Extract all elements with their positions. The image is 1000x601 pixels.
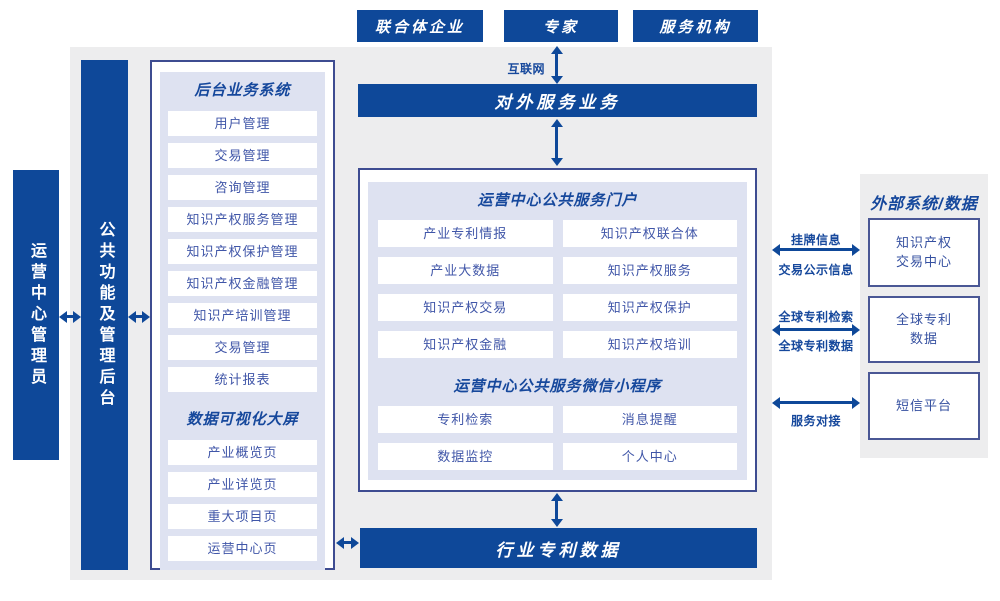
- portal-item-ip-service: 知识产权服务: [562, 257, 737, 284]
- arrow-internet-vertical: [555, 54, 558, 76]
- portal-title: 运营中心公共服务门户: [477, 192, 638, 209]
- dashboard-title: 数据可视化大屏: [186, 411, 299, 428]
- portal-item-ip-protection: 知识产权保护: [562, 294, 737, 321]
- backend-item-ip-finance-mgmt: 知识产权金融管理: [168, 271, 317, 296]
- link-label-global-patent-data: 全球专利数据: [778, 339, 854, 353]
- actor-consortium-box: 联合体企业: [357, 10, 483, 42]
- miniprogram-item-patent-search: 专利检索: [378, 406, 553, 433]
- actor-service-org-box: 服务机构: [633, 10, 758, 42]
- miniprogram-title: 运营中心公共服务微信小程序: [453, 378, 662, 395]
- actor-expert-box: 专家: [504, 10, 618, 42]
- portal-item-ip-trade: 知识产权交易: [378, 294, 553, 321]
- link-label-service-docking: 服务对接: [790, 414, 841, 428]
- link-label-global-patent-search: 全球专利检索: [778, 310, 854, 324]
- actor-service-org-label: 服务机构: [659, 18, 732, 36]
- miniprogram-item-personal-center: 个人中心: [562, 443, 737, 470]
- left-systems-box: 后台业务系统 用户管理 交易管理 咨询管理 知识产权服务管理 知识产权保护管理 …: [150, 60, 335, 570]
- actor-consortium-label: 联合体企业: [374, 18, 465, 36]
- arrow-service-to-portal: [555, 127, 558, 158]
- miniprogram-item-message-alert: 消息提醒: [562, 406, 737, 433]
- external-systems-title: 外部系统/数据: [870, 196, 978, 213]
- miniprogram-panel: 运营中心公共服务微信小程序 专利检索 消息提醒 数据监控 个人中心: [368, 368, 747, 480]
- backend-item-trade-mgmt: 交易管理: [168, 143, 317, 168]
- arrow-portal-to-patent-data: [555, 501, 558, 519]
- arrow-service-docking: [780, 401, 852, 404]
- dashboard-item-industry-overview: 产业概览页: [168, 440, 317, 465]
- portal-item-ip-finance: 知识产权金融: [378, 331, 553, 358]
- arrow-global-patent: [780, 328, 852, 331]
- external-system-global-patent-data: 全球专利 数据: [868, 296, 980, 363]
- miniprogram-item-data-monitor: 数据监控: [378, 443, 553, 470]
- dashboard-item-operation-center: 运营中心页: [168, 536, 317, 561]
- external-service-label: 对外服务业务: [494, 93, 621, 112]
- dashboard-panel: 数据可视化大屏 产业概览页 产业详览页 重大项目页 运营中心页: [160, 401, 325, 570]
- backend-item-user-mgmt: 用户管理: [168, 111, 317, 136]
- backend-item-trade-mgmt-2: 交易管理: [168, 335, 317, 360]
- backend-functions-bar: 公共功能及管理后台: [81, 60, 128, 570]
- portal-item-ip-training: 知识产权培训: [562, 331, 737, 358]
- admin-bar: 运营中心管理员: [13, 170, 59, 460]
- dashboard-item-industry-detail: 产业详览页: [168, 472, 317, 497]
- external-system-sms-platform: 短信平台: [868, 372, 980, 440]
- portal-panel: 运营中心公共服务门户 产业专利情报 知识产权联合体 产业大数据 知识产权服务 知…: [368, 182, 747, 368]
- center-services-box: 运营中心公共服务门户 产业专利情报 知识产权联合体 产业大数据 知识产权服务 知…: [358, 168, 757, 492]
- admin-bar-label: 运营中心管理员: [28, 241, 45, 389]
- industry-patent-label: 行业专利数据: [495, 540, 622, 560]
- link-label-trade-publicity: 交易公示信息: [778, 263, 854, 277]
- dashboard-item-major-projects: 重大项目页: [168, 504, 317, 529]
- backend-system-panel: 后台业务系统 用户管理 交易管理 咨询管理 知识产权服务管理 知识产权保护管理 …: [160, 72, 325, 401]
- portal-item-industry-bigdata: 产业大数据: [378, 257, 553, 284]
- arrow-admin-to-backend: [67, 315, 73, 318]
- backend-item-consult-mgmt: 咨询管理: [168, 175, 317, 200]
- arrow-listing-info: [780, 248, 852, 251]
- arrow-leftbox-to-patent-data: [344, 541, 351, 544]
- backend-item-statistics: 统计报表: [168, 367, 317, 392]
- portal-item-ip-consortium: 知识产权联合体: [562, 220, 737, 247]
- external-service-bar: 对外服务业务: [358, 84, 757, 117]
- actor-expert-label: 专家: [542, 18, 579, 36]
- external-system-ip-trade-center: 知识产权 交易中心: [868, 218, 980, 287]
- internet-label: 互联网: [507, 62, 545, 76]
- backend-item-ip-service-mgmt: 知识产权服务管理: [168, 207, 317, 232]
- link-label-listing-info: 挂牌信息: [790, 233, 841, 247]
- industry-patent-bar: 行业专利数据: [360, 528, 757, 568]
- miniprogram-items-grid: 专利检索 消息提醒 数据监控 个人中心: [378, 406, 737, 470]
- backend-item-ip-protection-mgmt: 知识产权保护管理: [168, 239, 317, 264]
- backend-item-ip-training-mgmt: 知识产培训管理: [168, 303, 317, 328]
- backend-functions-label: 公共功能及管理后台: [96, 220, 114, 410]
- arrow-backend-to-leftbox: [136, 315, 142, 318]
- backend-system-title: 后台业务系统: [194, 82, 291, 99]
- portal-item-patent-intel: 产业专利情报: [378, 220, 553, 247]
- portal-items-grid: 产业专利情报 知识产权联合体 产业大数据 知识产权服务 知识产权交易 知识产权保…: [378, 220, 737, 358]
